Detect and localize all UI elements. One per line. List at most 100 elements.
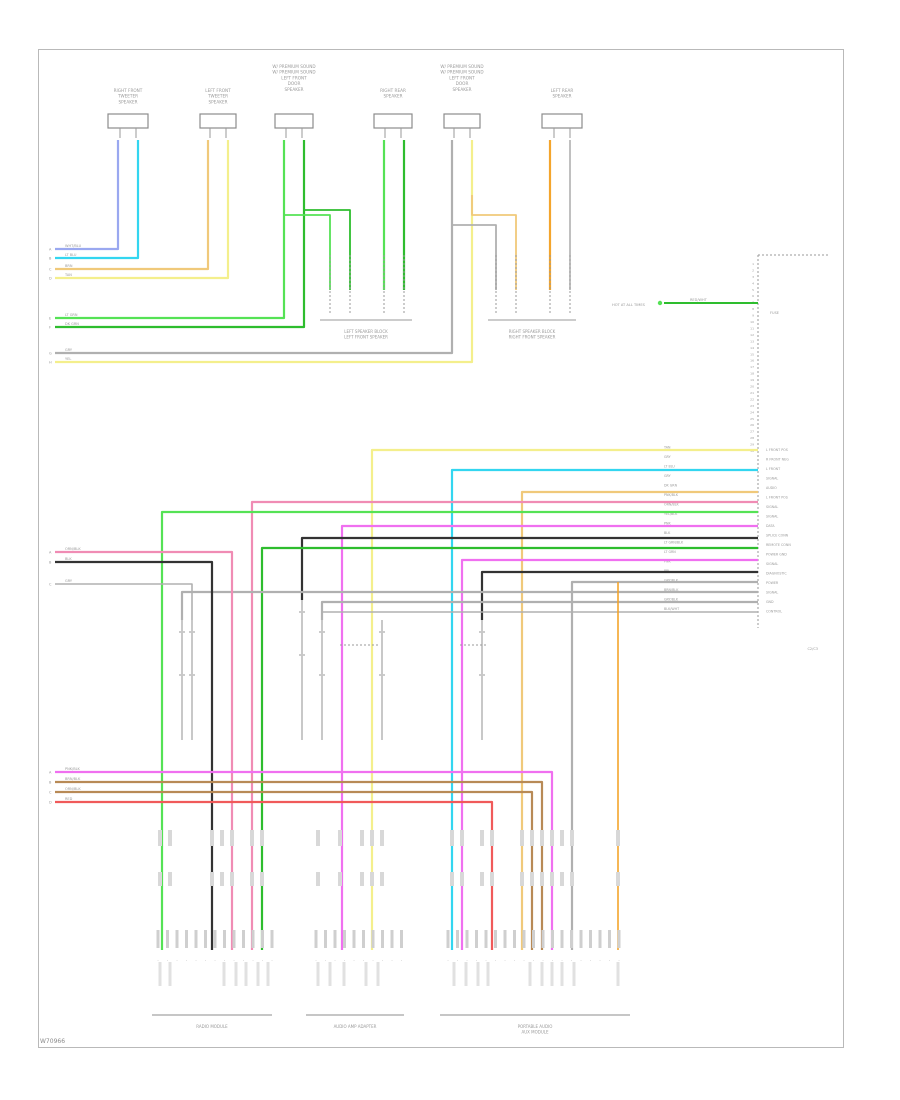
module-pin-tick: · (590, 958, 591, 963)
wire-amp-10 (300, 536, 758, 600)
net-pin-letter: B (49, 561, 52, 565)
speaker-label: W/ PREMIUM SOUND (440, 70, 483, 75)
inline-pin-marker (570, 830, 574, 846)
inline-pin-marker (250, 830, 254, 846)
speaker-label: SPEAKER (553, 94, 572, 99)
module-pin-label-block (328, 962, 332, 986)
amp-pin-color-label: BLK/WHT (664, 607, 680, 611)
inline-pin-marker (316, 830, 320, 846)
net-wire-label: ORN/BLK (65, 787, 81, 791)
amp-pin-number: 24 (750, 410, 754, 414)
net-wire-label: RED (65, 797, 73, 801)
inline-pin-marker (230, 830, 234, 846)
amp-pin-number: 28 (750, 436, 754, 440)
module-pin (175, 930, 179, 948)
net-pin-letter: C (49, 791, 52, 795)
inline-pin-marker (360, 872, 364, 886)
module-pin-tick: · (233, 958, 234, 963)
amp-pin-number: 10 (750, 320, 754, 324)
wire-amp-3 (450, 468, 758, 950)
module-pin-label-block (256, 962, 260, 986)
module-pin (456, 930, 459, 948)
rf-tweeter-speaker-box (107, 113, 149, 129)
inline-pin-marker (210, 830, 214, 846)
module-pin-tick: · (580, 958, 581, 963)
module-pin-label-block (244, 962, 248, 986)
amp-pin-name-label: L FRONT (766, 467, 781, 471)
wire-lf-door-neg (55, 140, 286, 320)
wire-amp-15 (180, 590, 758, 620)
module-pin (204, 930, 207, 948)
inline-pin-marker (460, 872, 464, 886)
amp-pin-color-label: BLK (664, 531, 671, 535)
inline-pin-marker (210, 872, 214, 886)
module-pin-tick: · (466, 958, 467, 963)
net-wire-label: LT BLU (65, 253, 77, 257)
module-pin-tick: · (176, 958, 177, 963)
amp-pin-name-label: POWER GND (766, 553, 787, 557)
figure-id: W70966 (40, 1038, 66, 1045)
inline-pin-marker (220, 872, 224, 886)
module-pin-tick: · (533, 958, 534, 963)
module-pin (475, 930, 478, 948)
amp-pin-color-label: PNK (664, 522, 671, 526)
amp-pin-color-label: PNK (664, 560, 671, 564)
inline-pin-marker (520, 872, 524, 886)
speaker-label: RIGHT FRONT (114, 88, 143, 93)
module-pin-tick: · (252, 958, 253, 963)
inline-pin-marker (220, 830, 224, 846)
inline-pin-marker (230, 872, 234, 886)
amp-pin-number: 25 (750, 417, 754, 421)
amp-pin-number: 4 (752, 281, 754, 285)
net-wire-label: BRN (65, 264, 73, 268)
module-pin (484, 930, 488, 948)
wire-amp-6 (250, 500, 758, 950)
wire-left-low-1 (55, 770, 554, 950)
net-wire-label: PNK/BLK (65, 767, 81, 771)
amp-pin-number: 11 (750, 326, 754, 330)
wire-amp-9 (340, 524, 758, 950)
wire-left-mid-2 (55, 560, 214, 950)
module-pin-tick: · (224, 958, 225, 963)
speaker-label: W/ PREMIUM SOUND (440, 64, 483, 69)
net-pin-letter: E (49, 317, 51, 321)
module-pin-tick: · (353, 958, 354, 963)
amp-pin-color-label: TAN (663, 446, 671, 450)
module-pin (352, 930, 356, 948)
net-wire-label: DK GRN (65, 322, 79, 326)
amp-pin-name-label: POWER (766, 581, 779, 585)
inline-pin-marker (168, 872, 172, 886)
amp-pin-color-label: DK GRN (664, 484, 678, 488)
lf-midrange-speaker-box (274, 113, 314, 129)
net-wire-label: BRN/BLK (65, 777, 81, 781)
diagram-frame (38, 49, 844, 1048)
amp-pin-name-label: REMOTE CONN (766, 543, 791, 547)
net-wire-label: WHT/BLU (65, 244, 82, 248)
amp-pin-number: 9 (752, 314, 754, 318)
inline-pin-marker (616, 872, 620, 886)
module-pin-tick: · (334, 958, 335, 963)
module-pin-tick: · (157, 958, 158, 963)
amp-pin-number: 8 (752, 307, 754, 311)
speaker-label: SPEAKER (119, 99, 138, 104)
module-pin (532, 930, 535, 948)
module-pin-label-block (550, 962, 554, 986)
module-pin-tick: · (495, 958, 496, 963)
inline-pin-marker (540, 830, 544, 846)
module-pin-tick: · (599, 958, 600, 963)
splice-block-label: LEFT FRONT SPEAKER (344, 335, 388, 340)
amp-pin-number: 12 (750, 333, 754, 337)
amp-pin-number: 22 (750, 397, 754, 401)
amp-pin-name-label: R FRONT NEG (766, 458, 789, 462)
net-wire-label: ORN/BLK (65, 547, 81, 551)
amp-pin-color-label: GRY/BLK (664, 579, 679, 583)
wire-left-mid-1 (55, 550, 234, 950)
module-pin-tick: · (447, 958, 448, 963)
inline-pin-marker (370, 830, 374, 846)
inline-pin-marker (316, 872, 320, 886)
wire-amp-13 (460, 558, 758, 950)
wire-amp-18 (320, 600, 758, 620)
lr-speaker-speaker-box (541, 113, 583, 129)
net-pin-letter: B (49, 781, 52, 785)
module-pin-label-block (540, 962, 544, 986)
